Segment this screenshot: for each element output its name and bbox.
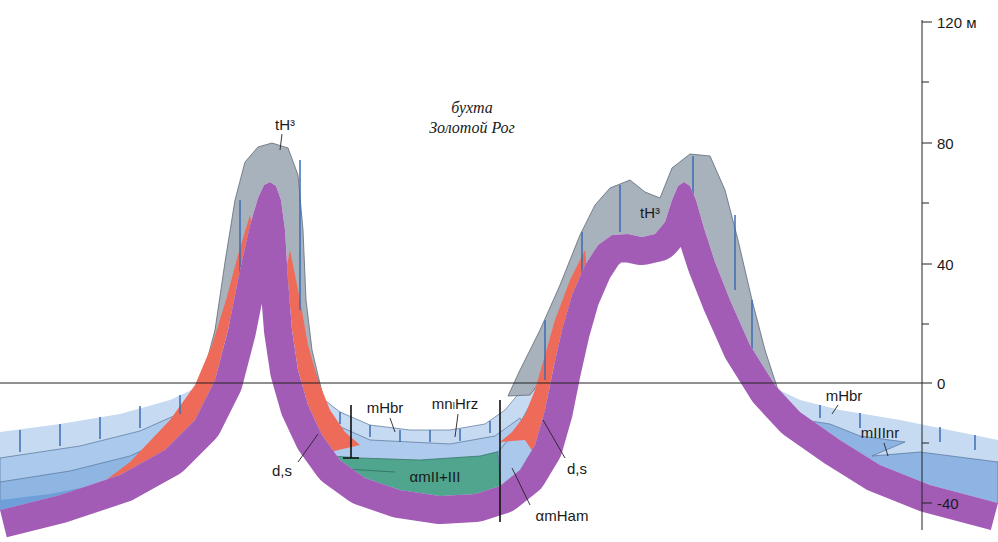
axis-label: 0	[937, 375, 945, 392]
sediments	[0, 143, 998, 542]
hatch-ticks	[20, 156, 975, 452]
bedrock	[0, 182, 998, 510]
unit-label: tH³	[640, 204, 660, 221]
unit-label: d,s	[272, 462, 292, 479]
sea-level-line	[0, 383, 922, 384]
leader-lines	[280, 134, 888, 505]
unit-label: mnₗHrz	[432, 395, 479, 412]
borehole	[499, 400, 501, 522]
depth-axis	[922, 20, 932, 530]
unit-label: αmII+III	[410, 468, 461, 485]
axis-label: 120 м	[937, 14, 977, 31]
place-name: бухта Золотой Рог	[425, 98, 519, 138]
axis-label: 40	[937, 256, 954, 273]
unit-label: αmHam	[536, 507, 589, 524]
borehole	[343, 405, 359, 458]
axis-label: -40	[937, 495, 959, 512]
unit-label: mHbr	[367, 399, 404, 416]
axis-label: 80	[937, 135, 954, 152]
unit-label: tH³	[275, 116, 295, 133]
unit-label: mIIInr	[861, 424, 899, 441]
unit-label: d,s	[567, 460, 587, 477]
unit-label: mHbr	[826, 387, 863, 404]
